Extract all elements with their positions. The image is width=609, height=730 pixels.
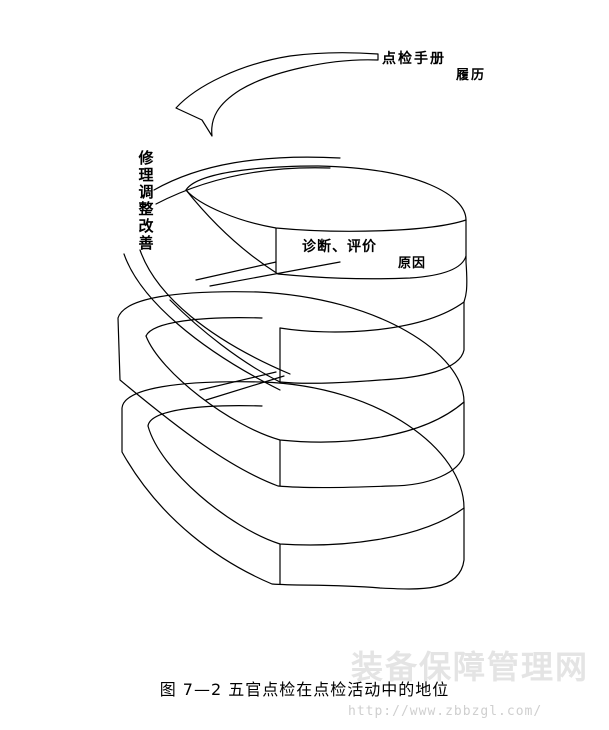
feedback-arrow bbox=[175, 52, 379, 137]
spiral-disc-bottom-edge bbox=[147, 425, 465, 546]
diagnose-label: 诊断、评价 bbox=[302, 239, 377, 255]
watermark-url: http://www.zbbzgl.com/ bbox=[348, 704, 543, 719]
spiral-disc-middle-inner bbox=[145, 317, 263, 337]
spiral-disc-middle bbox=[117, 291, 465, 489]
spiral-ramp-left-inner bbox=[139, 249, 291, 375]
spiral-disc-middle-edge bbox=[145, 335, 465, 443]
history-label: 履历 bbox=[456, 68, 487, 83]
spiral-disc-top-edge bbox=[185, 189, 467, 232]
handbook-label: 点检手册 bbox=[382, 51, 446, 67]
spiral-ramp-outer bbox=[153, 156, 341, 191]
repair-improve-label: 修理调整改善 bbox=[138, 149, 154, 252]
spiral-ramp-left-outer bbox=[123, 253, 281, 391]
watermark: 装备保障管理网 bbox=[350, 648, 589, 686]
spiral-ramp-inner bbox=[155, 167, 331, 205]
figure-caption: 图 7—2 五官点检在点检活动中的地位 bbox=[159, 680, 450, 699]
spiral-disc-top bbox=[185, 165, 467, 280]
spiral-disc-bottom-inner bbox=[147, 405, 263, 427]
cause-label: 原因 bbox=[398, 256, 427, 271]
spiral-disc-bottom bbox=[121, 381, 465, 590]
